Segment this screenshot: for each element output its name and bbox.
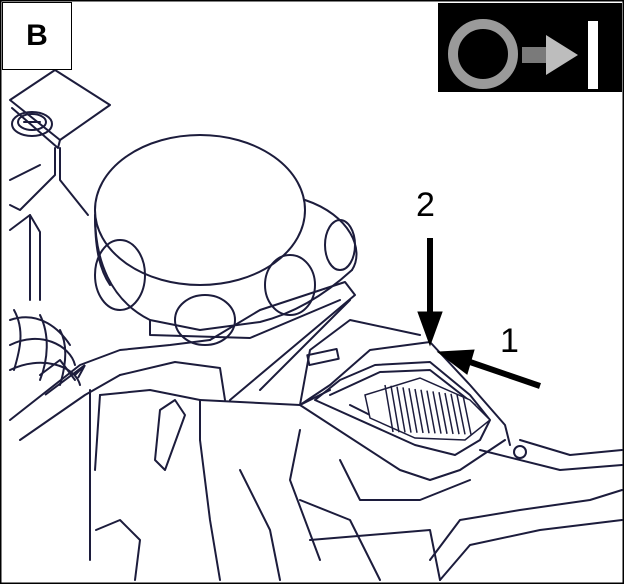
switch-paddle (364, 377, 492, 441)
off-circle-icon (448, 19, 518, 89)
callout-number-2: 2 (416, 186, 435, 224)
direction-arrow-mark (44, 364, 86, 396)
off-to-on-switch-icon (438, 3, 622, 92)
on-bar-icon (588, 21, 598, 89)
panel-label-box: B (2, 2, 72, 70)
arrow-2 (417, 238, 443, 347)
lock-marker (513, 445, 527, 459)
housing-body (9, 281, 623, 581)
screw-head (11, 111, 53, 137)
indicator-slot (306, 347, 340, 367)
transition-arrow-icon (522, 35, 578, 75)
adjustment-knob (94, 134, 358, 346)
arrow-1 (436, 349, 541, 389)
panel-label: B (26, 19, 48, 52)
callout-number-1: 1 (500, 322, 519, 360)
